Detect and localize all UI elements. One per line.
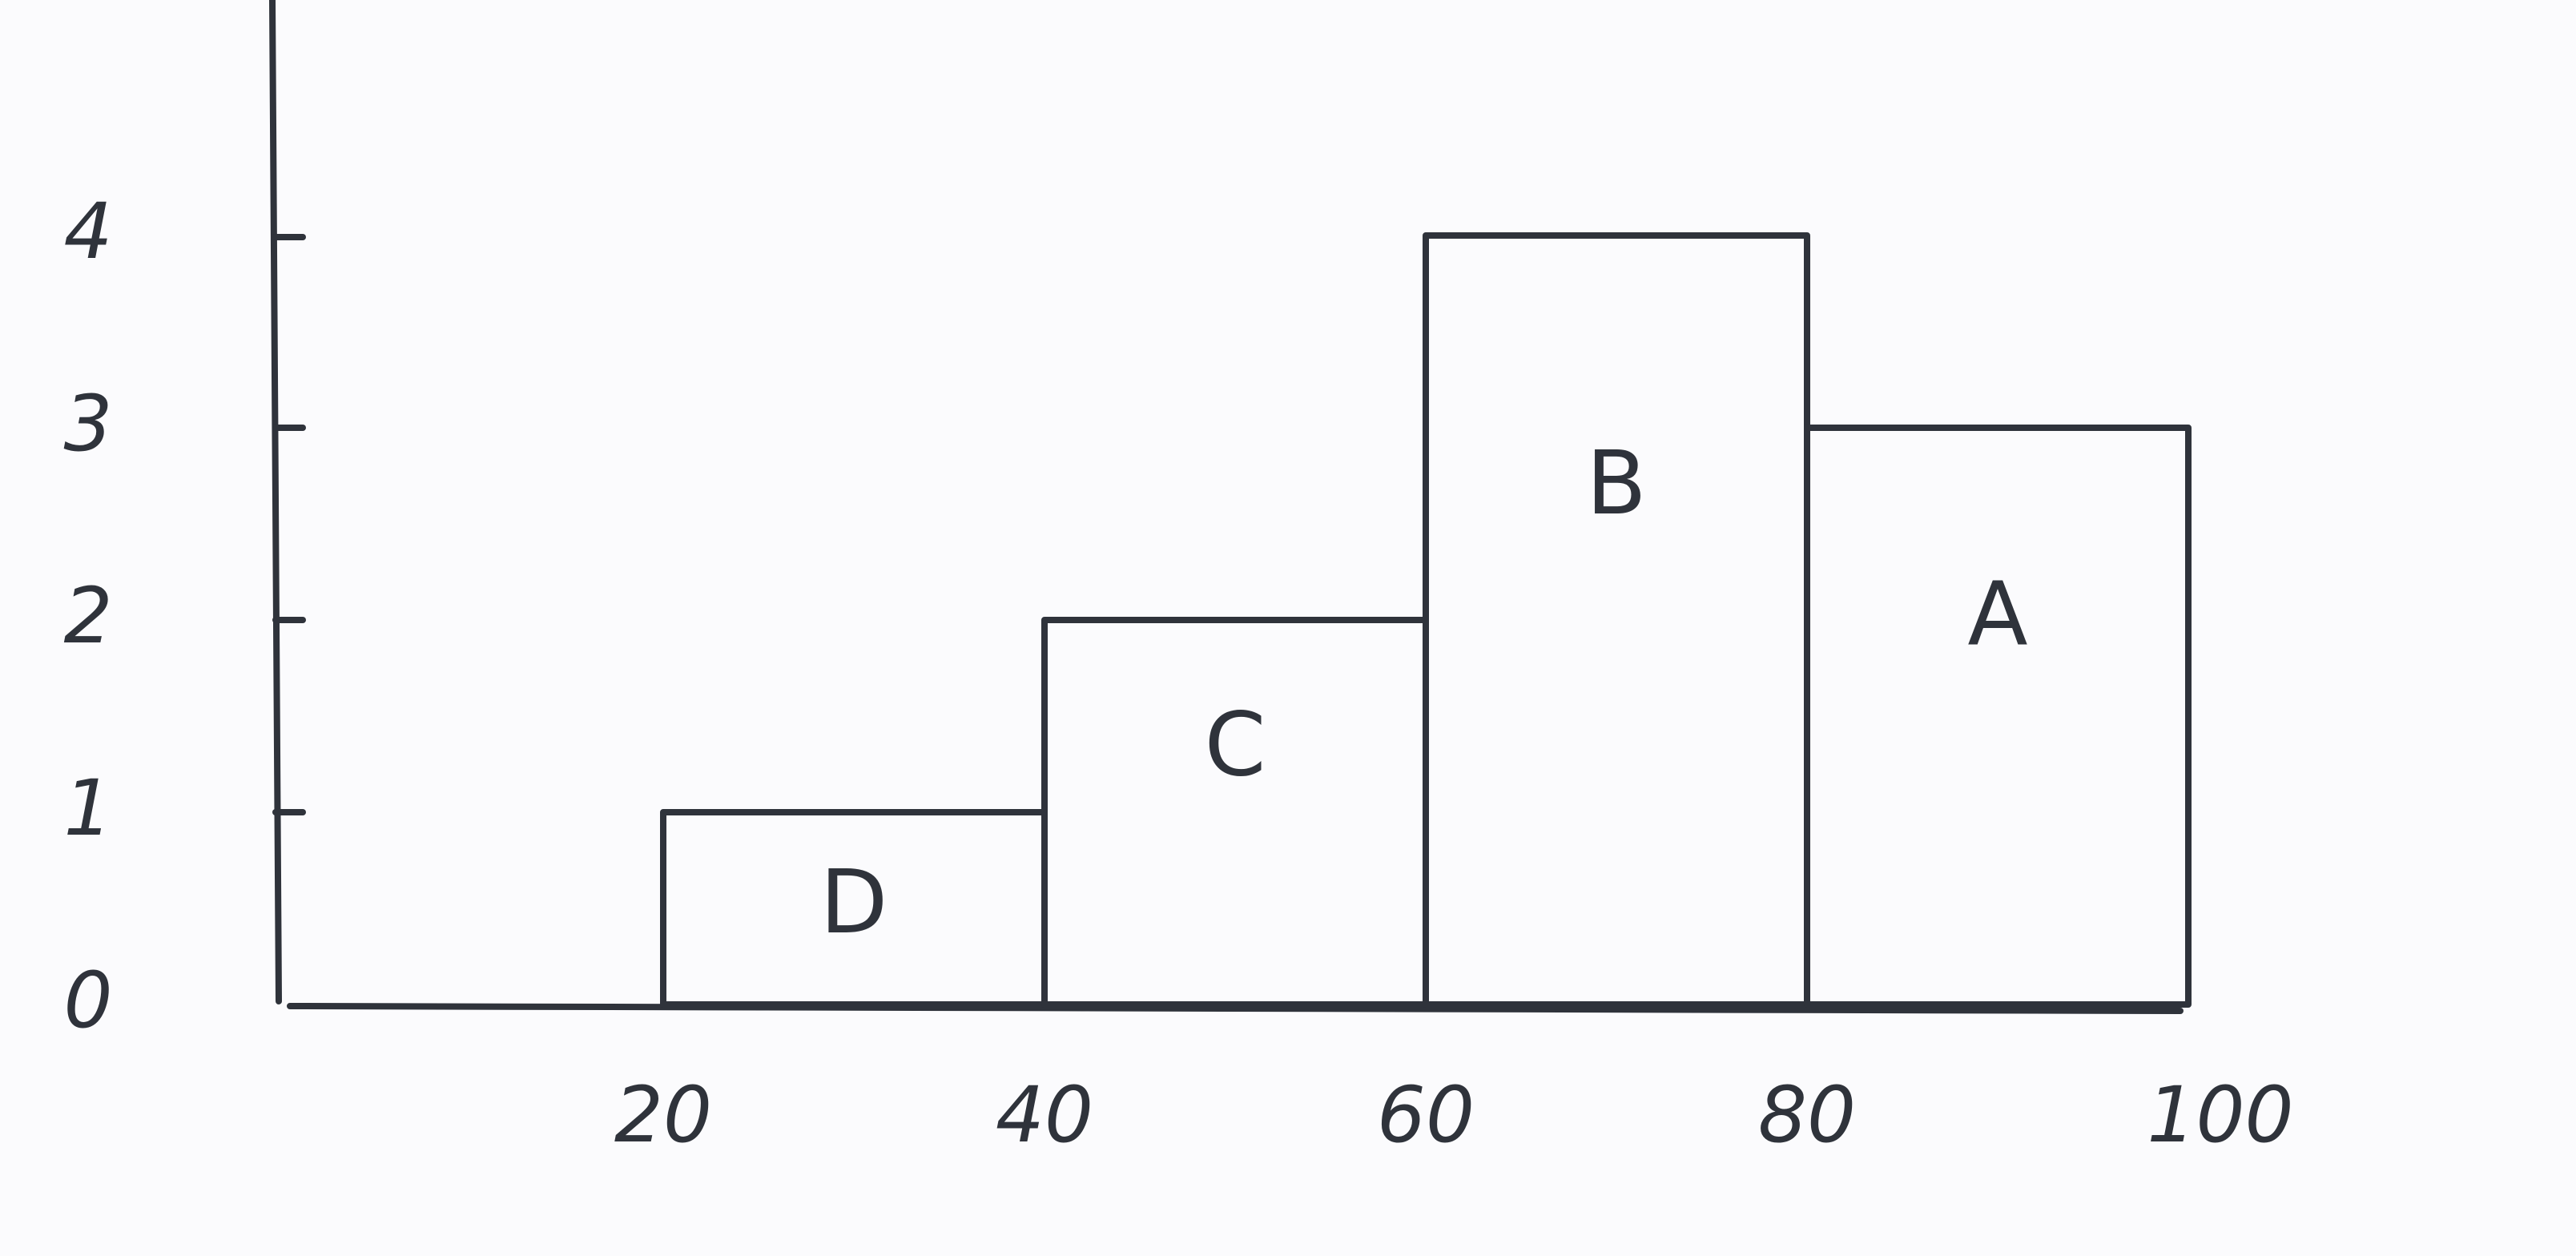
y-tick-label: 3 xyxy=(63,379,112,469)
bars xyxy=(660,232,2192,1008)
y-tick-label: 2 xyxy=(63,571,112,661)
x-tick-label: 60 xyxy=(1377,1070,1475,1160)
bar-b xyxy=(1423,232,1810,1008)
x-tick-label: 80 xyxy=(1758,1070,1856,1160)
labels: 0 1 2 3 4 20 40 60 80 100 D C B A xyxy=(63,187,2293,1160)
x-tick-label: 20 xyxy=(614,1070,712,1160)
x-axis-line xyxy=(287,1003,2184,1014)
bar-label-d: D xyxy=(820,851,888,953)
y-axis-line xyxy=(269,0,282,1004)
x-tick-label: 40 xyxy=(996,1070,1093,1160)
x-tick-label: 100 xyxy=(2147,1070,2293,1160)
y-tick-label: 4 xyxy=(63,187,112,276)
y-tick-label: 0 xyxy=(63,956,112,1045)
bar-label-b: B xyxy=(1586,432,1646,534)
bar-c xyxy=(1041,617,1429,1008)
axes xyxy=(269,0,2184,1014)
y-tick-label: 1 xyxy=(63,763,112,853)
bar-label-a: A xyxy=(1967,562,2027,665)
bar-a xyxy=(1804,425,2192,1008)
bar-label-c: C xyxy=(1205,694,1266,796)
